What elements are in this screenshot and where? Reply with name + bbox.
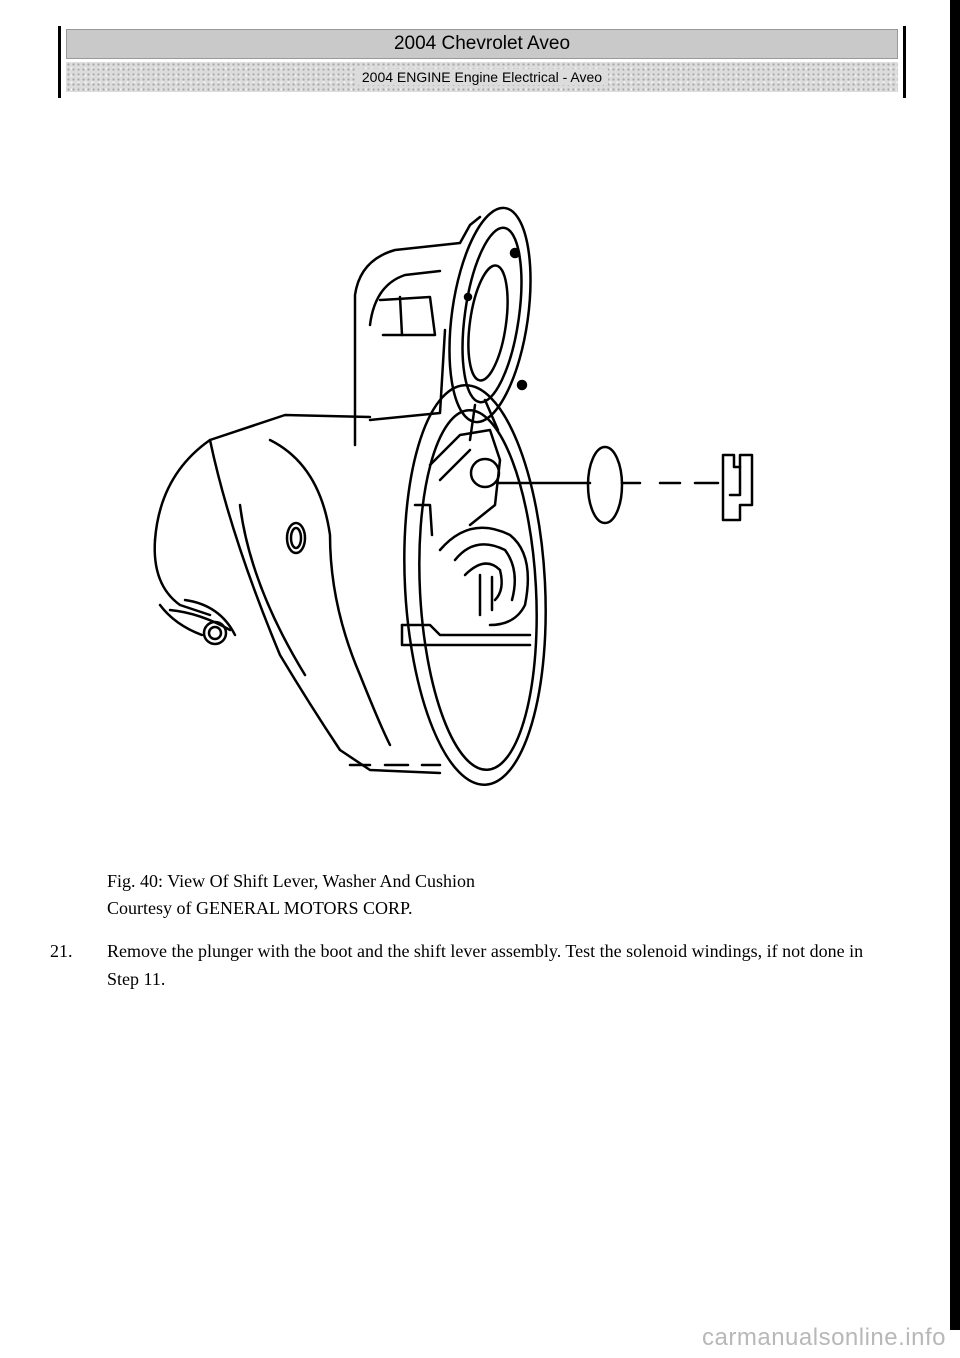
header-right-edge <box>903 26 906 98</box>
header-subtitle-bar: 2004 ENGINE Engine Electrical - Aveo <box>66 62 898 92</box>
figure-caption-title: Fig. 40: View Of Shift Lever, Washer And… <box>107 871 476 891</box>
figure-caption: Fig. 40: View Of Shift Lever, Washer And… <box>107 868 475 922</box>
header-title: 2004 Chevrolet Aveo <box>393 33 571 54</box>
site-watermark: carmanualsonline.info <box>702 1324 946 1351</box>
step-number: 21. <box>50 941 73 961</box>
starter-drive-housing-illustration <box>140 205 760 795</box>
step-text: Remove the plunger with the boot and the… <box>107 941 864 989</box>
header-subtitle: 2004 ENGINE Engine Electrical - Aveo <box>355 69 609 85</box>
document-header: 2004 Chevrolet Aveo 2004 ENGINE Engine E… <box>58 26 906 98</box>
header-title-bar: 2004 Chevrolet Aveo <box>66 29 898 59</box>
header-left-edge <box>58 26 61 98</box>
figure-caption-credit: Courtesy of GENERAL MOTORS CORP. <box>107 898 413 918</box>
page-right-border <box>950 0 960 1330</box>
